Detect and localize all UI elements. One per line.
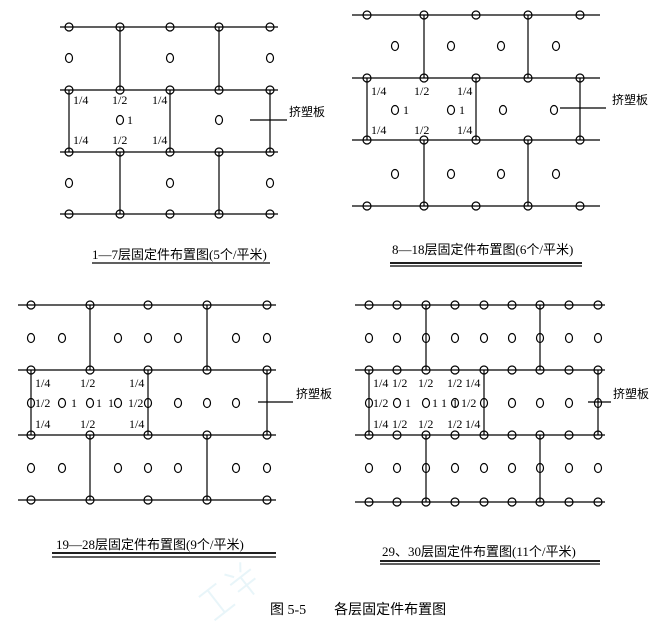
fraction-label: 1/4 [465, 417, 480, 431]
fraction-label: 1/2 [112, 93, 127, 107]
center-label: 1 [432, 396, 438, 410]
board-label: 挤塑板 [289, 104, 325, 119]
grid-lines [60, 26, 287, 215]
grid-lines [352, 14, 606, 207]
anchor-points [26, 300, 272, 505]
diagram-caption: 1—7层固定件布置图(5个/平米) [92, 247, 267, 262]
diagram-caption: 19—28层固定件布置图(9个/平米) [56, 537, 244, 552]
fraction-label: 1/2 [392, 376, 407, 390]
fraction-label: 1/2 [418, 417, 433, 431]
fraction-label: 1/2 [414, 123, 429, 137]
center-label: 1 [405, 396, 411, 410]
fraction-label: 1/4 [457, 84, 472, 98]
fraction-label: 1/2 [414, 84, 429, 98]
center-label: 1 [108, 396, 114, 410]
fraction-label: 1/4 [371, 84, 386, 98]
fraction-label: 1/4 [129, 417, 144, 431]
diagram-floors-29-30 [355, 300, 611, 565]
anchor-points [64, 22, 275, 219]
fraction-label: 1/2 [35, 396, 50, 410]
center-label: 1 [403, 103, 409, 117]
watermark-logo [198, 562, 256, 622]
fraction-label: 1/4 [35, 417, 50, 431]
fraction-label: 1/4 [371, 123, 386, 137]
grid-lines [18, 304, 293, 501]
center-label: 1 [452, 396, 458, 410]
center-label: 1 [71, 396, 77, 410]
diagram-caption: 29、30层固定件布置图(11个/平米) [382, 544, 576, 559]
fraction-label: 1/2 [80, 376, 95, 390]
anchor-points [362, 10, 585, 211]
fraction-label: 1/4 [35, 376, 50, 390]
fraction-label: 1/2 [447, 417, 462, 431]
anchor-points [364, 300, 603, 507]
fraction-label: 1/2 [112, 133, 127, 147]
diagram-floors-8-18 [352, 10, 606, 267]
fraction-label: 1/4 [457, 123, 472, 137]
board-label: 挤塑板 [612, 92, 648, 107]
center-label: 1 [127, 113, 133, 127]
fraction-label: 1/2 [461, 396, 476, 410]
diagram-floors-1-7 [60, 22, 287, 264]
board-label: 挤塑板 [296, 386, 332, 401]
fraction-label: 1/4 [373, 417, 388, 431]
fraction-label: 1/4 [73, 133, 88, 147]
fraction-label: 1/2 [373, 396, 388, 410]
fraction-label: 1/4 [73, 93, 88, 107]
fraction-label: 1/4 [373, 376, 388, 390]
center-label: 1 [441, 396, 447, 410]
center-label: 1 [459, 103, 465, 117]
fraction-label: 1/2 [418, 376, 433, 390]
fraction-label: 1/4 [152, 93, 167, 107]
center-label: 1 [96, 396, 102, 410]
fraction-label: 1/4 [129, 376, 144, 390]
board-label: 挤塑板 [613, 386, 649, 401]
fraction-label: 1/2 [80, 417, 95, 431]
figure-caption: 图 5-5 各层固定件布置图 [270, 602, 446, 618]
fraction-label: 1/2 [392, 417, 407, 431]
fraction-label: 1/4 [465, 376, 480, 390]
fraction-label: 1/4 [152, 133, 167, 147]
diagram-floors-19-28 [18, 300, 293, 558]
diagram-caption: 8—18层固定件布置图(6个/平米) [392, 242, 573, 257]
fraction-label: 1/2 [447, 376, 462, 390]
fraction-label: 1/2 [128, 396, 143, 410]
